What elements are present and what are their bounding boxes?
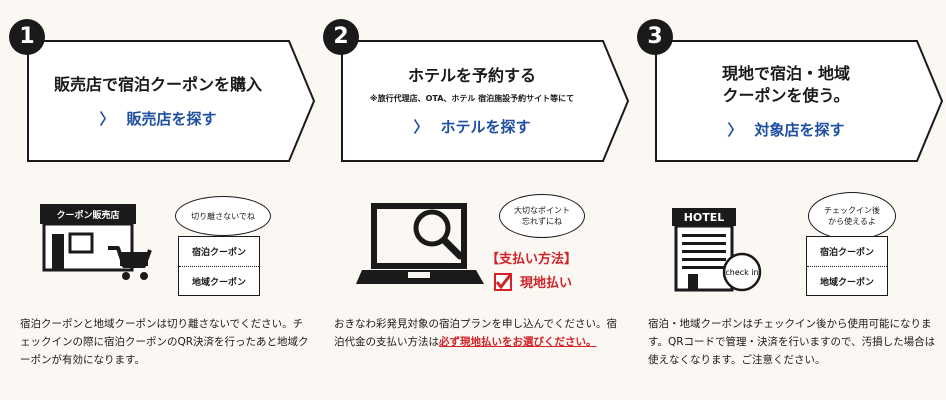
- coupon-card: 宿泊クーポン 地域クーポン: [178, 236, 260, 296]
- step-description: 宿泊・地域クーポンはチェックイン後から使用可能になります。QRコードで管理・決済…: [648, 318, 936, 366]
- payment-option: 現地払い: [494, 272, 572, 291]
- speech-bubble: チェックイン後 から使えるよ: [808, 192, 896, 240]
- card-regional-coupon: 地域クーポン: [819, 278, 874, 288]
- find-store-link[interactable]: 〉販売店を探す: [99, 108, 216, 129]
- chevron-right-icon: 〉: [99, 109, 115, 128]
- laptop-illustration: 大切なポイント 忘れずにね 【支払い方法】 現地払い: [314, 188, 624, 308]
- store-illustration: クーポン販売店 切り離さないでね 宿泊クーポン 地域クーポン: [0, 188, 310, 308]
- payment-method-label: 【支払い方法】: [486, 252, 578, 267]
- step-description: おきなわ彩発見対象の宿泊プランを申し込んでください。宿泊代金の支払い方法は必ず現…: [334, 315, 624, 351]
- laptop-search-icon: [356, 203, 484, 284]
- description-text: おきなわ彩発見対象の宿泊プランを申し込んでください。宿泊代金の支払い方法は: [334, 318, 617, 348]
- store-icon: クーポン販売店: [40, 204, 152, 280]
- step-note: ※旅行代理店、OTA、ホテル 宿泊施設予約サイト等にて: [369, 94, 575, 103]
- find-hotel-link[interactable]: 〉ホテルを探す: [413, 116, 530, 137]
- step-title: ホテルを予約する: [407, 66, 536, 85]
- step-2: 2 ホテルを予約する ※旅行代理店、OTA、ホテル 宿泊施設予約サイト等にて 〉…: [314, 0, 630, 400]
- chevron-right-icon: 〉: [727, 120, 743, 139]
- checkbox-checked-icon: [494, 272, 512, 291]
- step-number-badge: 3: [637, 19, 673, 55]
- step-3: 3 現地で宿泊・地域 クーポンを使う。 〉対象店を探す HOTEL check …: [628, 0, 944, 400]
- find-shop-link[interactable]: 〉対象店を探す: [727, 119, 844, 140]
- hotel-sign-text: HOTEL: [684, 211, 725, 224]
- card-accommodation-coupon: 宿泊クーポン: [179, 237, 259, 267]
- link-label: 対象店を探す: [754, 120, 845, 139]
- step-number-badge: 2: [323, 19, 359, 55]
- step-title: 販売店で宿泊クーポンを購入: [53, 74, 262, 94]
- arrow-shape: [341, 40, 630, 162]
- card-regional-coupon: 地域クーポン: [191, 278, 246, 288]
- step-1: 1 販売店で宿泊クーポンを購入 〉販売店を探す クーポン販売店 切り離さないでね…: [0, 0, 316, 400]
- hotel-building-icon: HOTEL check in: [672, 208, 762, 292]
- arrow-shape: [27, 40, 316, 162]
- link-label: ホテルを探す: [440, 118, 531, 136]
- step-arrow-box: ホテルを予約する ※旅行代理店、OTA、ホテル 宿泊施設予約サイト等にて 〉ホテ…: [341, 40, 630, 162]
- card-accommodation-coupon: 宿泊クーポン: [807, 237, 887, 267]
- chevron-right-icon: 〉: [413, 118, 429, 136]
- link-label: 販売店を探す: [126, 109, 217, 128]
- step-description: 宿泊クーポンと地域クーポンは切り離さないでください。チェックインの際に宿泊クーポ…: [20, 318, 309, 366]
- description-highlight: 必ず現地払いをお選びください。: [439, 336, 597, 348]
- arrow-shape: [655, 40, 944, 162]
- store-sign-text: クーポン販売店: [56, 209, 119, 221]
- speech-bubble: 大切なポイント 忘れずにね: [499, 194, 585, 238]
- step-title: 現地で宿泊・地域 クーポンを使う。: [721, 63, 850, 105]
- hotel-illustration: HOTEL check in チェックイン後 から使えるよ 宿泊クーポン 地域ク…: [628, 188, 938, 308]
- speech-bubble: 切り離さないでね: [175, 196, 271, 236]
- step-number-badge: 1: [9, 19, 45, 55]
- checkin-text: check in: [725, 268, 758, 277]
- payment-option-label: 現地払い: [520, 276, 573, 291]
- step-arrow-box: 現地で宿泊・地域 クーポンを使う。 〉対象店を探す: [655, 40, 944, 162]
- step-arrow-box: 販売店で宿泊クーポンを購入 〉販売店を探す: [27, 40, 316, 162]
- coupon-card: 宿泊クーポン 地域クーポン: [806, 236, 888, 296]
